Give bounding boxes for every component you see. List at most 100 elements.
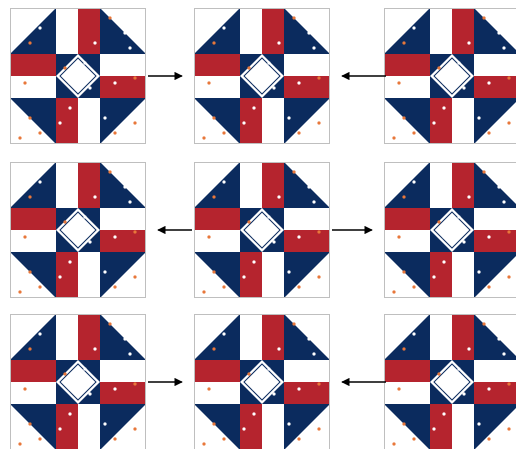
pattern-dot — [487, 285, 490, 288]
pattern-dot — [202, 442, 205, 445]
pattern-dot — [108, 322, 111, 325]
red-bar-left — [194, 208, 240, 230]
quilt-block-r1-c0 — [10, 162, 146, 298]
red-bar-left — [384, 208, 430, 230]
pattern-dot — [123, 31, 126, 34]
pattern-dot — [497, 185, 500, 188]
pattern-dot — [442, 81, 445, 84]
pattern-dot — [212, 270, 215, 273]
pattern-dot — [222, 26, 225, 29]
pattern-dot — [113, 387, 116, 390]
pattern-dot — [23, 235, 26, 238]
pattern-dot — [28, 270, 31, 273]
pattern-dot — [68, 106, 71, 109]
pattern-dot — [442, 387, 445, 390]
pattern-dot — [38, 131, 41, 134]
pattern-dot — [63, 66, 66, 69]
pattern-dot — [28, 41, 31, 44]
pattern-dot — [462, 240, 465, 243]
pattern-dot — [93, 41, 96, 44]
pattern-dot — [227, 86, 230, 89]
pattern-dot — [402, 347, 405, 350]
pattern-dot — [207, 235, 210, 238]
pattern-dot — [58, 275, 61, 278]
pattern-dot — [462, 392, 465, 395]
red-bar-bottom — [56, 404, 78, 449]
pattern-dot — [68, 260, 71, 263]
pattern-dot — [272, 86, 275, 89]
red-bar-right — [284, 76, 330, 98]
pattern-dot — [113, 235, 116, 238]
pattern-dot — [292, 16, 295, 19]
pattern-dot — [63, 372, 66, 375]
pattern-dot — [507, 121, 510, 124]
pattern-dot — [43, 392, 46, 395]
pattern-dot — [28, 116, 31, 119]
pattern-dot — [402, 116, 405, 119]
pattern-dot — [227, 392, 230, 395]
quilt-block-r0-c0 — [10, 8, 146, 144]
pattern-dot — [397, 81, 400, 84]
pattern-dot — [38, 332, 41, 335]
pattern-dot — [457, 61, 460, 64]
pattern-dot — [277, 347, 280, 350]
red-bar-left — [194, 360, 240, 382]
pattern-dot — [317, 382, 320, 385]
pattern-dot — [18, 442, 21, 445]
pattern-dot — [58, 121, 61, 124]
pattern-dot — [432, 275, 435, 278]
pattern-dot — [442, 235, 445, 238]
pattern-dot — [507, 427, 510, 430]
pattern-dot — [227, 240, 230, 243]
pattern-dot — [287, 270, 290, 273]
pattern-dot — [113, 285, 116, 288]
pattern-dot — [412, 437, 415, 440]
pattern-dot — [252, 106, 255, 109]
pattern-dot — [252, 260, 255, 263]
red-bar-bottom — [56, 252, 78, 298]
pattern-dot — [297, 235, 300, 238]
pattern-dot — [412, 26, 415, 29]
pattern-dot — [202, 290, 205, 293]
pattern-dot — [307, 185, 310, 188]
pattern-dot — [123, 185, 126, 188]
red-bar-bottom — [240, 404, 262, 449]
pattern-dot — [317, 427, 320, 430]
pattern-dot — [487, 437, 490, 440]
pattern-dot — [317, 230, 320, 233]
pattern-dot — [63, 220, 66, 223]
pattern-dot — [477, 116, 480, 119]
red-bar-bottom — [430, 404, 452, 449]
pattern-dot — [277, 195, 280, 198]
pattern-dot — [78, 437, 81, 440]
pattern-dot — [68, 387, 71, 390]
red-bar-top — [452, 314, 474, 360]
pattern-dot — [287, 422, 290, 425]
red-bar-bottom — [240, 98, 262, 144]
pattern-dot — [133, 121, 136, 124]
red-bar-top — [78, 8, 100, 54]
red-bar-bottom — [430, 252, 452, 298]
pattern-dot — [502, 46, 505, 49]
quilt-block-r2-c0 — [10, 314, 146, 449]
pattern-dot — [317, 121, 320, 124]
pattern-dot — [128, 352, 131, 355]
pattern-dot — [402, 270, 405, 273]
pattern-dot — [467, 195, 470, 198]
quilt-block-r1-c1 — [194, 162, 330, 298]
pattern-dot — [18, 136, 21, 139]
pattern-dot — [38, 26, 41, 29]
pattern-dot — [432, 121, 435, 124]
pattern-dot — [307, 31, 310, 34]
pattern-dot — [312, 352, 315, 355]
pattern-dot — [58, 427, 61, 430]
pattern-dot — [462, 86, 465, 89]
pattern-dot — [222, 180, 225, 183]
pattern-dot — [222, 285, 225, 288]
pattern-dot — [113, 437, 116, 440]
pattern-dot — [252, 235, 255, 238]
pattern-dot — [392, 442, 395, 445]
pattern-dot — [497, 31, 500, 34]
pattern-dot — [507, 275, 510, 278]
pattern-dot — [113, 131, 116, 134]
